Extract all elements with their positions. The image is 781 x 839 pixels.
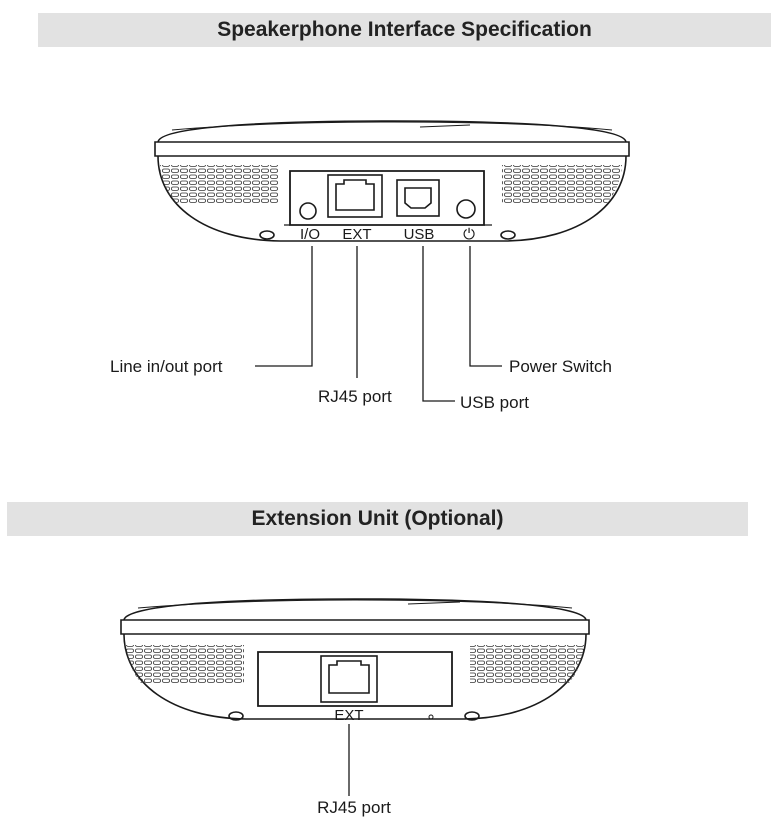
io-port-marking: I/O	[300, 226, 320, 243]
rj45-ext-jack-extension	[320, 655, 378, 703]
ext-port-marking-extension: EXT	[334, 707, 363, 724]
leader-usb	[422, 246, 455, 402]
callout-power-switch: Power Switch	[509, 357, 612, 376]
section-title-extension-unit: Extension Unit (Optional)	[7, 502, 748, 536]
leader-power	[469, 246, 502, 367]
callout-rj45-port-extension: RJ45 port	[317, 798, 391, 817]
section-title-speakerphone: Speakerphone Interface Specification	[38, 13, 771, 47]
callout-usb-port: USB port	[460, 393, 529, 412]
callout-line-in-out-port: Line in/out port	[110, 357, 223, 376]
callout-rj45-port: RJ45 port	[318, 387, 392, 406]
usb-port-marking: USB	[404, 226, 435, 243]
ext-port-marking: EXT	[342, 226, 371, 243]
extension-unit-device	[120, 598, 590, 721]
right-speaker-grille	[502, 165, 622, 203]
left-speaker-grille	[160, 165, 278, 203]
speakerphone-device	[154, 120, 630, 242]
left-speaker-grille-ext	[126, 645, 244, 683]
power-icon: ⏻	[463, 226, 475, 243]
usb-b-jack	[396, 179, 440, 217]
leader-line-in-out	[255, 246, 313, 367]
power-switch-button	[456, 199, 476, 219]
right-speaker-grille-ext	[470, 645, 584, 683]
line-io-jack	[299, 202, 317, 220]
rj45-ext-jack	[327, 174, 383, 218]
